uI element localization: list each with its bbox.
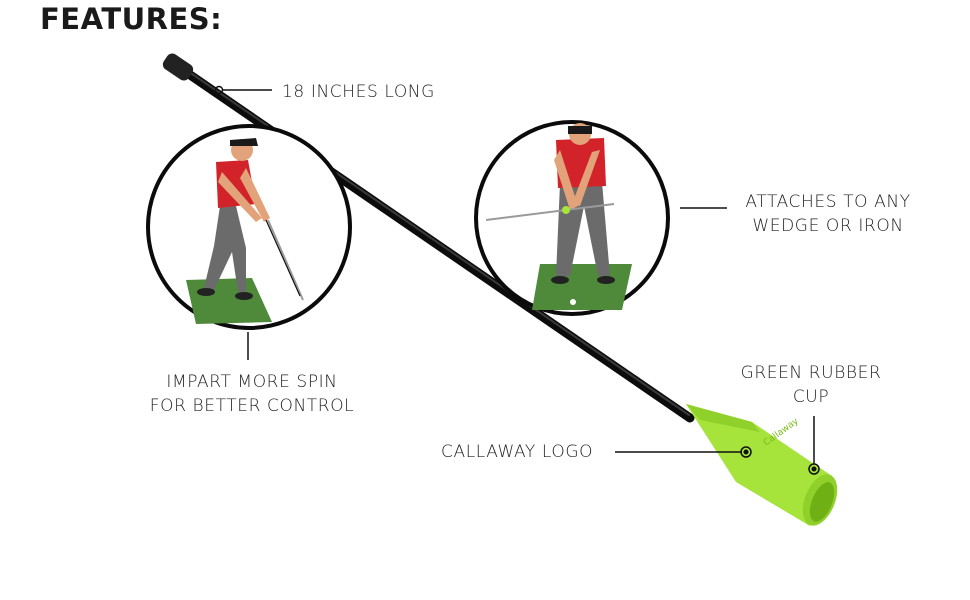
callout-cup: GREEN RUBBER CUP xyxy=(738,361,884,409)
callout-spin-line1: IMPART MORE SPIN xyxy=(166,372,338,392)
callout-length-text: 18 INCHES LONG xyxy=(282,82,435,102)
inset-full-swing xyxy=(146,124,352,330)
callout-attach-line2: WEDGE OR IRON xyxy=(752,216,904,236)
leader-dots xyxy=(214,85,820,475)
inset-address-position xyxy=(474,120,670,316)
leader-lines xyxy=(222,89,815,464)
callout-cup-line1: GREEN RUBBER xyxy=(740,363,882,383)
callout-logo-text: CALLAWAY LOGO xyxy=(441,442,594,462)
callout-attach-line1: ATTACHES TO ANY xyxy=(745,192,911,212)
callout-spin: IMPART MORE SPIN FOR BETTER CONTROL xyxy=(146,370,358,418)
page-title: FEATURES: xyxy=(40,2,223,36)
callout-spin-line2: FOR BETTER CONTROL xyxy=(149,396,355,416)
callout-attach: ATTACHES TO ANY WEDGE OR IRON xyxy=(740,190,916,238)
green-rubber-cup xyxy=(686,404,838,526)
callout-logo: CALLAWAY LOGO xyxy=(441,440,593,464)
callout-cup-line2: CUP xyxy=(792,387,830,407)
callout-length: 18 INCHES LONG xyxy=(282,80,435,104)
